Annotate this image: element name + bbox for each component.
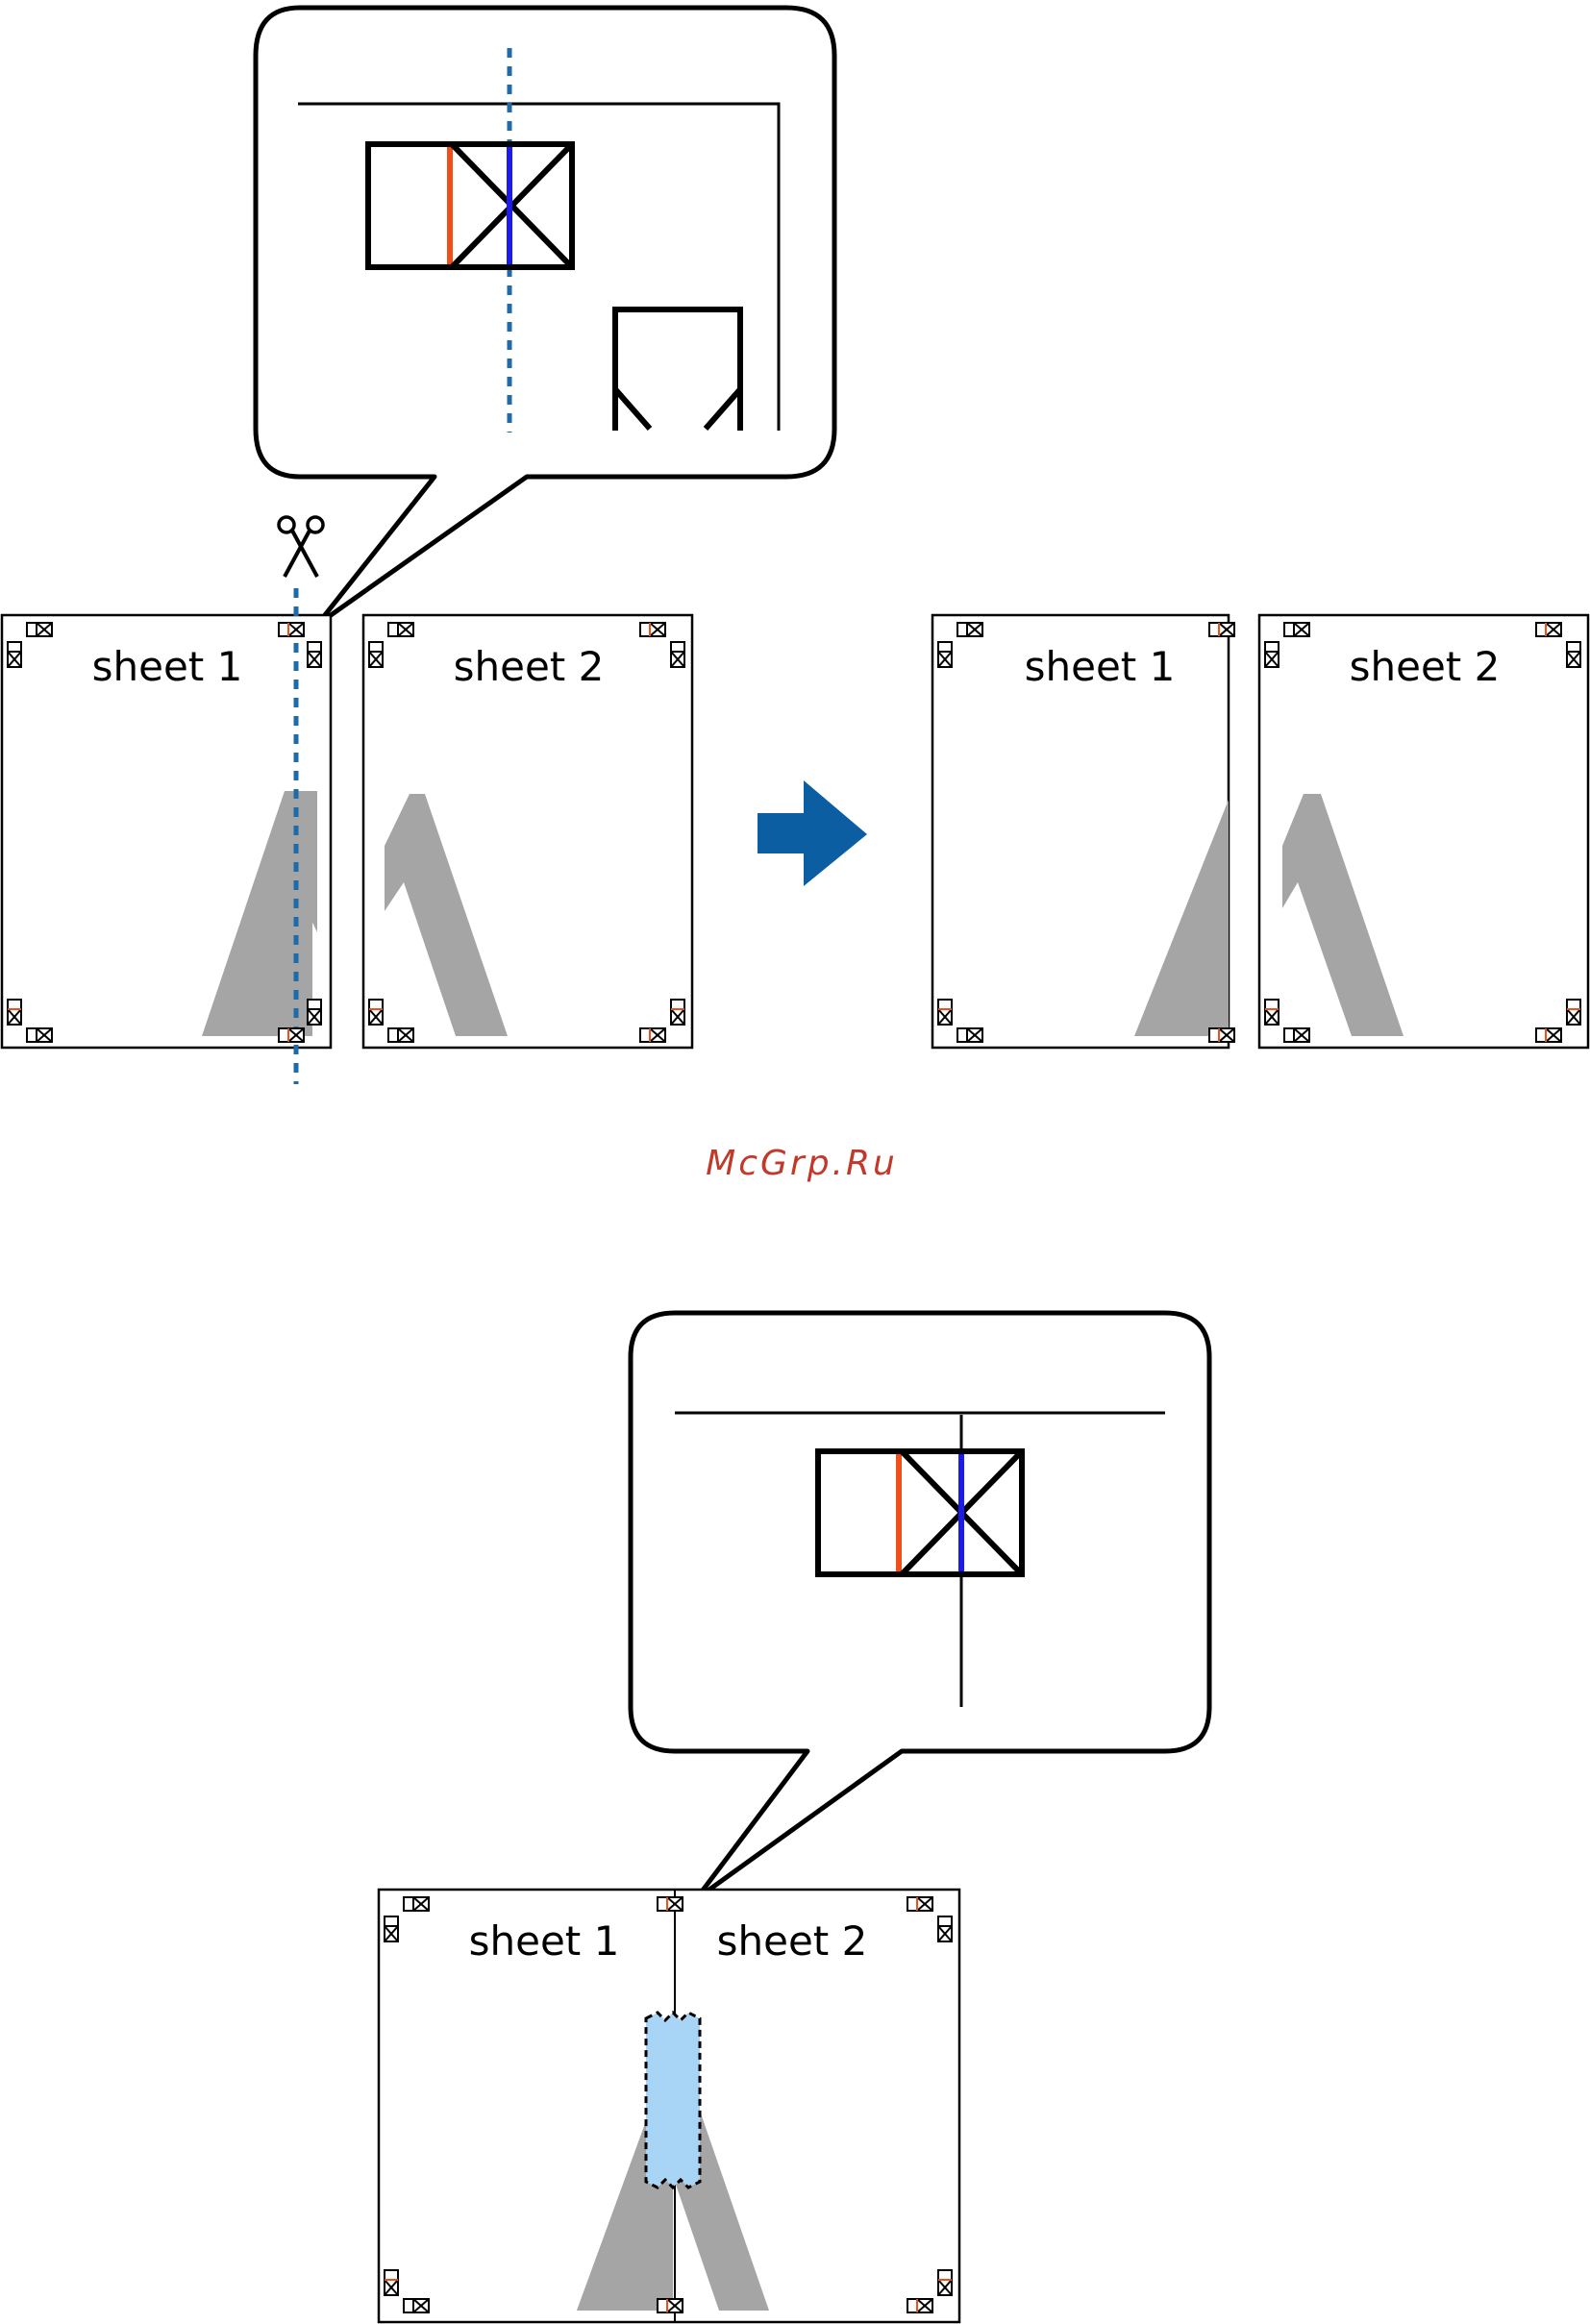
registration-mark	[404, 1897, 429, 1911]
registration-mark	[404, 2299, 429, 2312]
registration-mark	[279, 1028, 304, 1042]
watermark: McGrp.Ru	[706, 1144, 898, 1183]
registration-mark	[1536, 623, 1561, 636]
registration-mark	[1265, 1000, 1279, 1025]
sheet-1-before: sheet 1	[2, 588, 331, 1084]
registration-mark	[279, 623, 304, 636]
registration-mark	[308, 642, 321, 667]
registration-mark	[8, 1000, 21, 1025]
registration-mark	[1265, 642, 1279, 667]
registration-mark	[640, 623, 665, 636]
registration-mark	[671, 1000, 684, 1025]
registration-mark	[369, 1000, 383, 1025]
registration-mark	[671, 642, 684, 667]
joined-sheets: sheet 1 sheet 2	[379, 1890, 959, 2322]
sheet-1-label: sheet 1	[469, 1917, 620, 1965]
registration-mark	[1284, 1028, 1309, 1042]
registration-mark	[907, 2299, 932, 2312]
sheet-2-label: sheet 2	[1350, 643, 1501, 690]
sheet-1-label: sheet 1	[92, 643, 243, 690]
registration-mark	[640, 1028, 665, 1042]
zoom-callout-top	[256, 8, 834, 625]
registration-mark	[27, 1028, 52, 1042]
registration-mark	[369, 642, 383, 667]
registration-mark-aligned	[818, 1451, 1022, 1574]
registration-mark	[1209, 623, 1234, 636]
registration-mark	[658, 1897, 683, 1911]
sheet-2-after: sheet 2	[1259, 615, 1588, 1048]
registration-mark	[8, 642, 21, 667]
sheet-2-label: sheet 2	[717, 1917, 868, 1965]
sheet-2-before: sheet 2	[363, 615, 692, 1048]
registration-mark	[385, 1916, 398, 1941]
registration-mark	[957, 623, 982, 636]
registration-mark	[388, 1028, 413, 1042]
overlap-area	[646, 2013, 700, 2188]
registration-mark	[1209, 1028, 1234, 1042]
registration-mark	[658, 2299, 683, 2312]
sheet-1-label: sheet 1	[1025, 643, 1176, 690]
registration-mark	[27, 623, 52, 636]
zoom-callout-bottom	[631, 1313, 1209, 1899]
registration-mark	[1536, 1028, 1561, 1042]
arrow-right-icon	[758, 780, 867, 886]
registration-mark	[388, 623, 413, 636]
registration-mark	[1567, 642, 1580, 667]
registration-mark	[1567, 1000, 1580, 1025]
sheet-1-after: sheet 1	[932, 615, 1229, 1048]
registration-mark	[907, 1897, 932, 1911]
registration-mark	[385, 2270, 398, 2295]
registration-mark	[938, 642, 952, 667]
registration-mark	[1284, 623, 1309, 636]
registration-mark	[938, 2270, 952, 2295]
registration-mark	[938, 1000, 952, 1025]
registration-mark	[308, 1000, 321, 1025]
registration-mark	[957, 1028, 982, 1042]
scissors-icon	[279, 517, 323, 577]
registration-mark-enlarged	[368, 144, 572, 267]
sheet-2-label: sheet 2	[454, 643, 605, 690]
registration-mark	[938, 1916, 952, 1941]
